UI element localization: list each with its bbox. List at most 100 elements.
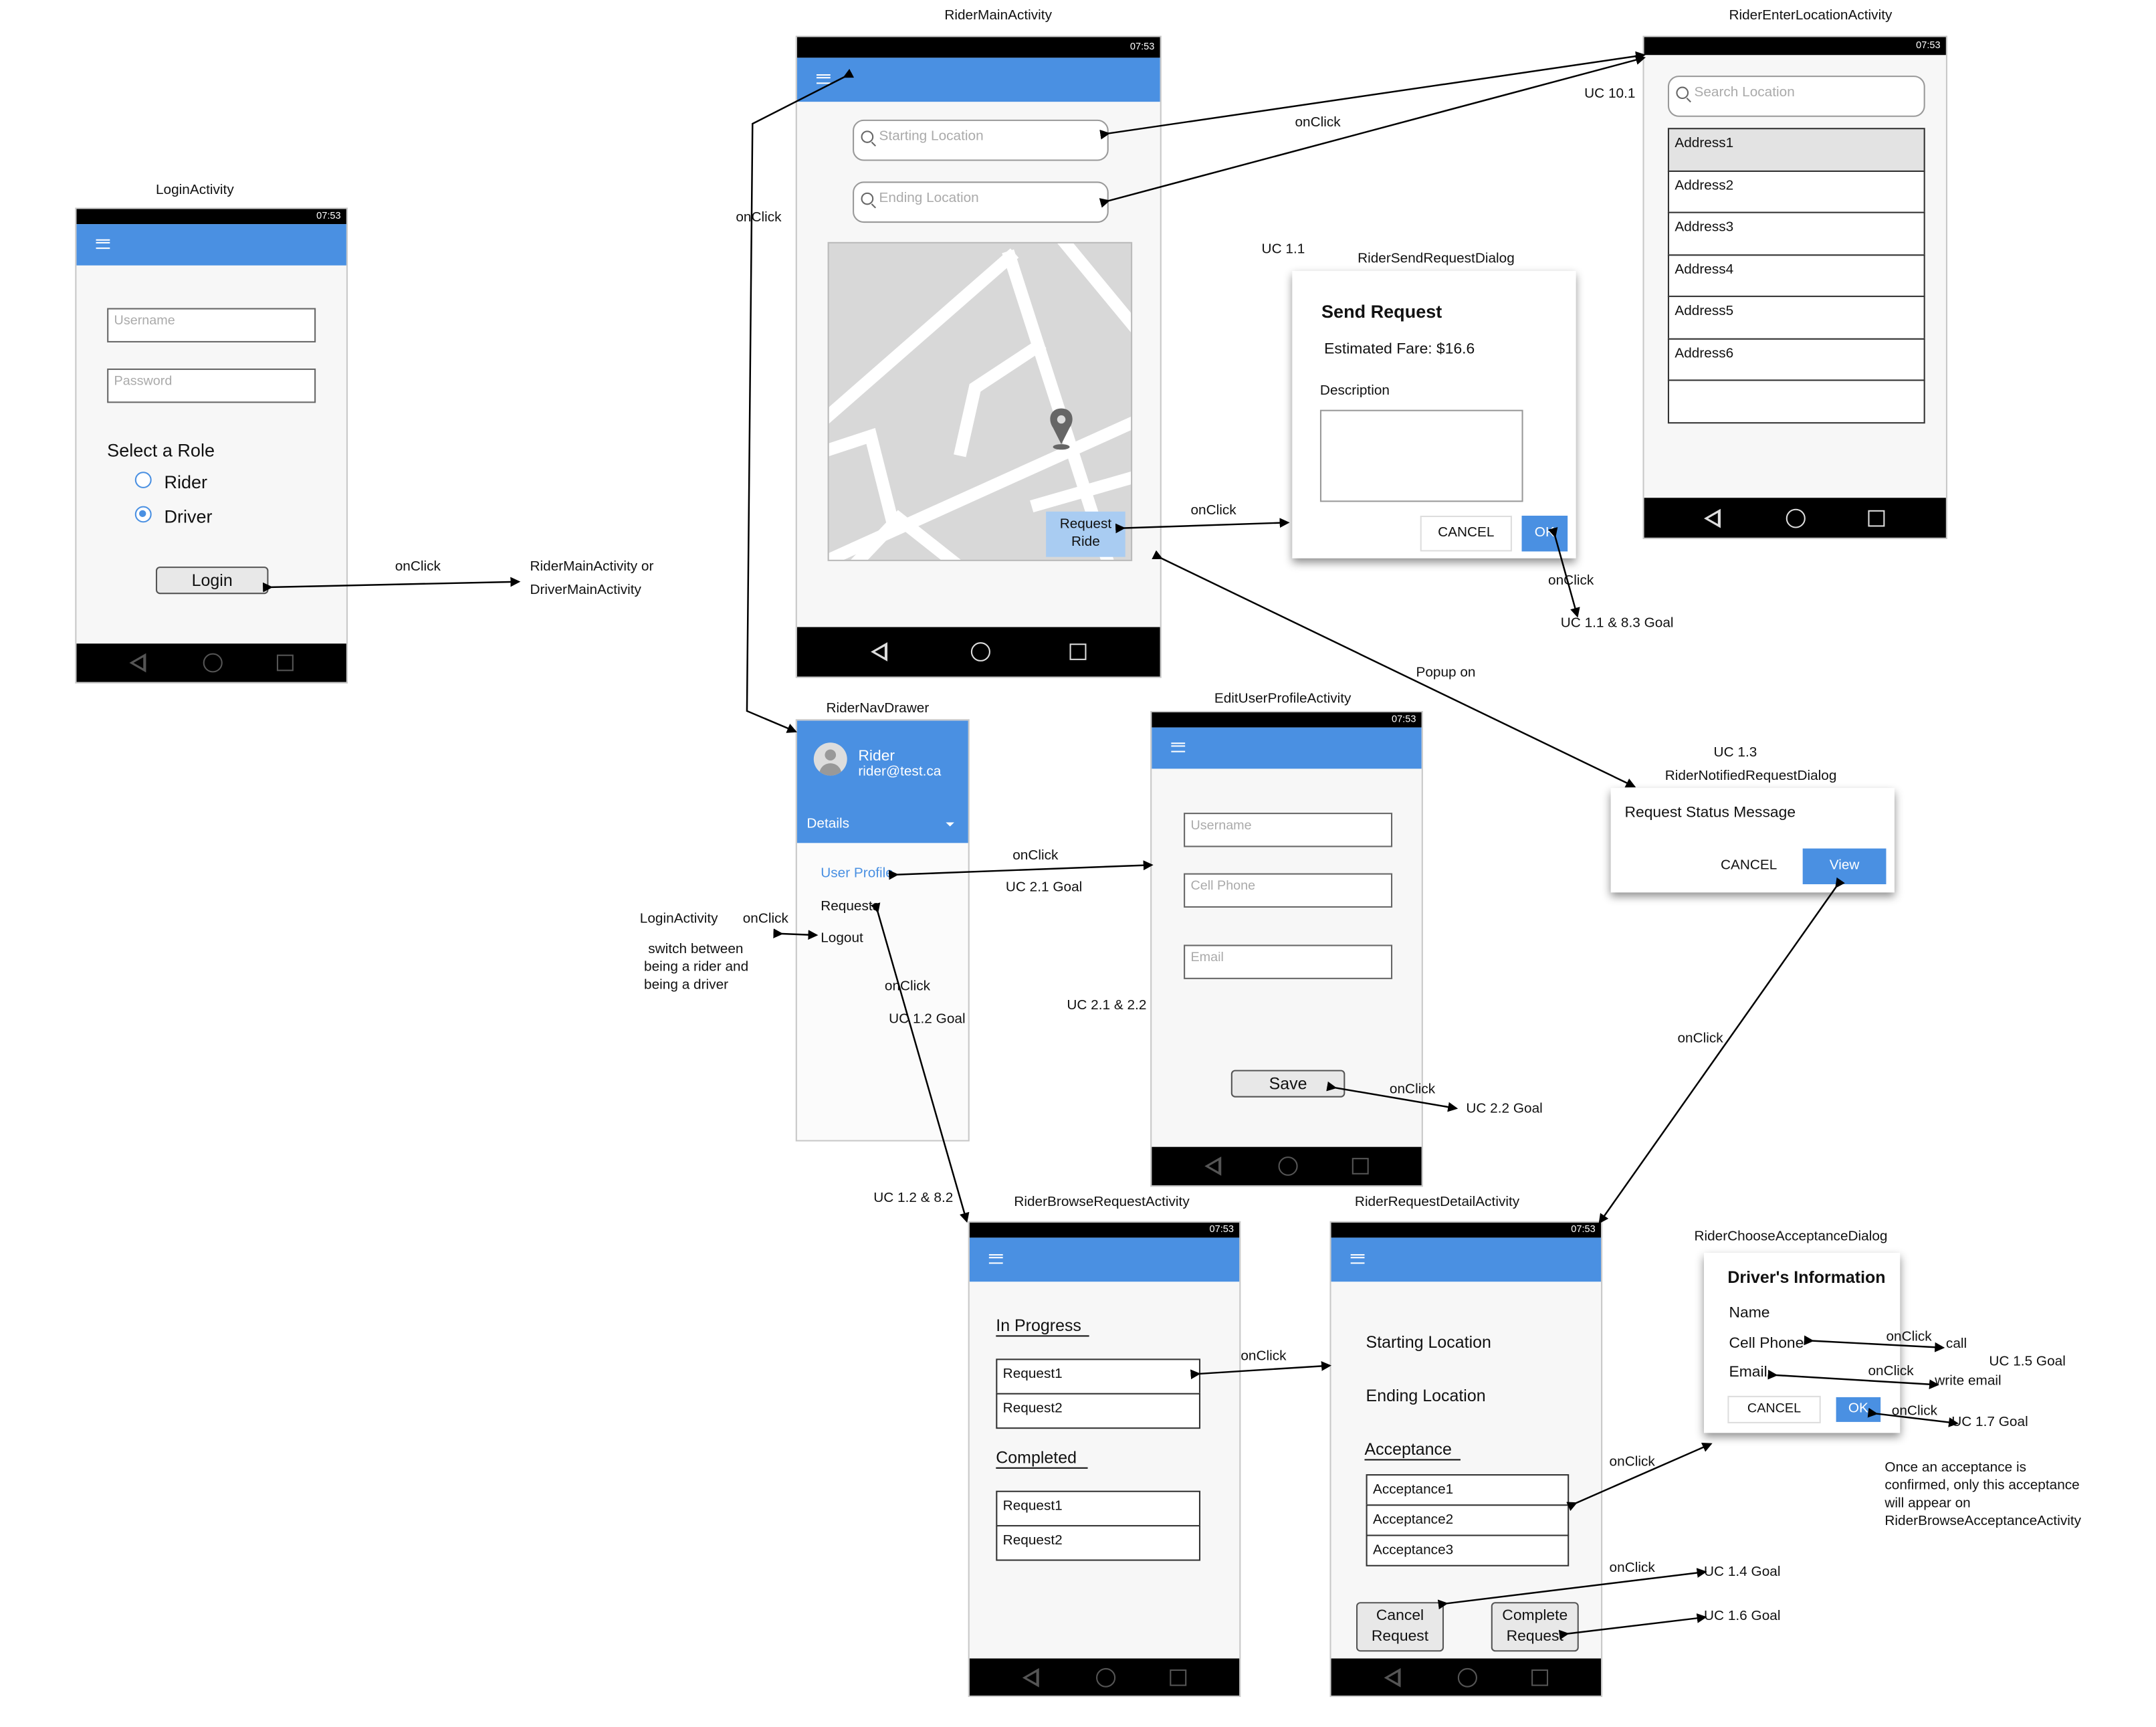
cancel-button[interactable]: CANCEL xyxy=(1720,857,1777,874)
cancel-request-button[interactable]: Cancel Request xyxy=(1356,1602,1444,1652)
annotation-onclick: onClick xyxy=(395,559,441,575)
annotation-switch: being a driver xyxy=(644,977,729,993)
description-input[interactable] xyxy=(1319,409,1523,502)
annotation-uc-1-2-goal: UC 1.2 Goal xyxy=(889,1012,966,1027)
address-list-item[interactable]: Address6 xyxy=(1667,337,1925,381)
cancel-request-label: Cancel xyxy=(1376,1607,1424,1625)
select-role-heading: Select a Role xyxy=(107,439,215,461)
acceptance-list-item[interactable]: Acceptance2 xyxy=(1366,1504,1570,1536)
map-view[interactable] xyxy=(827,241,1133,561)
home-icon[interactable] xyxy=(970,642,990,662)
home-icon[interactable] xyxy=(1786,508,1806,528)
annotation-onclick: onClick xyxy=(1012,848,1059,864)
notified-request-dialog: Request Status Message CANCEL View xyxy=(1610,788,1895,893)
annotation-uc-1-6-goal: UC 1.6 Goal xyxy=(1704,1609,1781,1625)
back-icon[interactable] xyxy=(1022,1667,1039,1687)
home-icon[interactable] xyxy=(1096,1667,1116,1687)
drivers-information-heading: Driver's Information xyxy=(1727,1267,1886,1288)
recents-icon[interactable] xyxy=(1868,509,1885,526)
login-button[interactable]: Login xyxy=(155,567,269,595)
cancel-button[interactable]: CANCEL xyxy=(1420,516,1512,552)
drawer-item-requests[interactable]: Requests xyxy=(821,899,880,915)
rider-radio[interactable] xyxy=(134,472,152,488)
ok-button[interactable]: OK xyxy=(1836,1397,1881,1422)
recents-icon[interactable] xyxy=(1531,1668,1549,1686)
request-ride-label: Ride xyxy=(1071,534,1100,550)
recents-icon[interactable] xyxy=(1170,1668,1187,1686)
menu-icon[interactable] xyxy=(816,74,831,84)
starting-location-field[interactable]: Starting Location xyxy=(853,119,1109,161)
annotation-onclick: onClick xyxy=(736,210,782,226)
map-streets xyxy=(829,243,1131,560)
annotation-write-email: write email xyxy=(1935,1373,2002,1389)
home-icon[interactable] xyxy=(203,653,223,673)
home-icon[interactable] xyxy=(1278,1156,1298,1176)
drawer-item-user-profile[interactable]: User Profile xyxy=(821,866,893,882)
search-location-field[interactable]: Search Location xyxy=(1667,76,1925,117)
acceptance-list-item[interactable]: Acceptance3 xyxy=(1366,1534,1570,1566)
drawer-item-logout[interactable]: Logout xyxy=(821,930,863,946)
home-icon[interactable] xyxy=(1457,1667,1477,1687)
request-list-item[interactable]: Request2 xyxy=(996,1393,1201,1429)
app-bar xyxy=(796,58,1160,102)
annotation-uc-1-5-goal: UC 1.5 Goal xyxy=(1989,1354,2066,1370)
username-field[interactable]: Username xyxy=(1184,813,1393,847)
details-label: Details xyxy=(806,817,850,832)
annotation-popup-on: Popup on xyxy=(1416,666,1476,681)
password-field[interactable]: Password xyxy=(107,369,316,403)
edit-profile-screen: 07:53 Username Cell Phone Email Save xyxy=(1150,710,1423,1187)
menu-icon[interactable] xyxy=(96,239,110,249)
username-field[interactable]: Username xyxy=(107,308,316,342)
driver-radio-label: Driver xyxy=(164,506,213,527)
complete-request-button[interactable]: Complete Request xyxy=(1491,1602,1579,1652)
chevron-down-icon[interactable] xyxy=(946,822,954,827)
rider-main-screen: 07:53 Starting Location Ending Location xyxy=(795,35,1162,678)
request-detail-title: RiderRequestDetailActivity xyxy=(1354,1195,1520,1211)
status-time: 07:53 xyxy=(1916,41,1941,52)
estimated-fare: Estimated Fare: $16.6 xyxy=(1324,340,1475,358)
request-list-item[interactable]: Request2 xyxy=(996,1525,1201,1561)
request-list-item[interactable]: Request1 xyxy=(996,1358,1201,1395)
cancel-button[interactable]: CANCEL xyxy=(1727,1395,1821,1423)
address-list-item[interactable]: Address3 xyxy=(1667,211,1925,256)
driver-email-label[interactable]: Email xyxy=(1729,1364,1767,1381)
recents-icon[interactable] xyxy=(1069,643,1087,660)
ok-button[interactable]: OK xyxy=(1521,516,1568,552)
address-list-item[interactable] xyxy=(1667,379,1925,423)
status-time: 07:53 xyxy=(1571,1225,1596,1235)
acceptance-list-item[interactable]: Acceptance1 xyxy=(1366,1474,1570,1506)
request-list-item[interactable]: Request1 xyxy=(996,1490,1201,1527)
address-list-item[interactable]: Address5 xyxy=(1667,296,1925,339)
address-list-item[interactable]: Address2 xyxy=(1667,169,1925,213)
menu-icon[interactable] xyxy=(1350,1254,1365,1264)
driver-radio[interactable] xyxy=(134,506,152,523)
back-icon[interactable] xyxy=(129,653,146,673)
annotation-uc-1-3: UC 1.3 xyxy=(1713,745,1757,760)
driver-phone-label[interactable]: Cell Phone xyxy=(1729,1335,1804,1352)
annotation-onclick: onClick xyxy=(1886,1330,1932,1345)
email-field[interactable]: Email xyxy=(1184,944,1393,979)
back-icon[interactable] xyxy=(1204,1156,1222,1176)
ending-location-field[interactable]: Ending Location xyxy=(853,181,1109,223)
save-button[interactable]: Save xyxy=(1230,1070,1345,1098)
recents-icon[interactable] xyxy=(1352,1158,1369,1175)
nav-bar xyxy=(796,627,1160,677)
search-icon xyxy=(861,130,874,143)
address-list-item[interactable]: Address1 xyxy=(1667,128,1925,171)
back-icon[interactable] xyxy=(1384,1667,1401,1687)
recents-icon[interactable] xyxy=(276,654,294,672)
back-icon[interactable] xyxy=(871,642,888,662)
nav-bar xyxy=(1644,498,1946,538)
annotation-onclick: onClick xyxy=(742,912,788,927)
menu-icon[interactable] xyxy=(1171,742,1186,752)
view-button[interactable]: View xyxy=(1802,848,1886,885)
annotation-acceptance-note: will appear on xyxy=(1884,1496,1971,1512)
request-ride-button[interactable]: Request Ride xyxy=(1046,511,1125,557)
cancel-request-label: Request xyxy=(1371,1628,1429,1645)
complete-request-label: Complete xyxy=(1502,1607,1568,1625)
address-list-item[interactable]: Address4 xyxy=(1667,253,1925,298)
cell-phone-field[interactable]: Cell Phone xyxy=(1184,873,1393,908)
menu-icon[interactable] xyxy=(988,1254,1003,1264)
back-icon[interactable] xyxy=(1704,508,1721,528)
